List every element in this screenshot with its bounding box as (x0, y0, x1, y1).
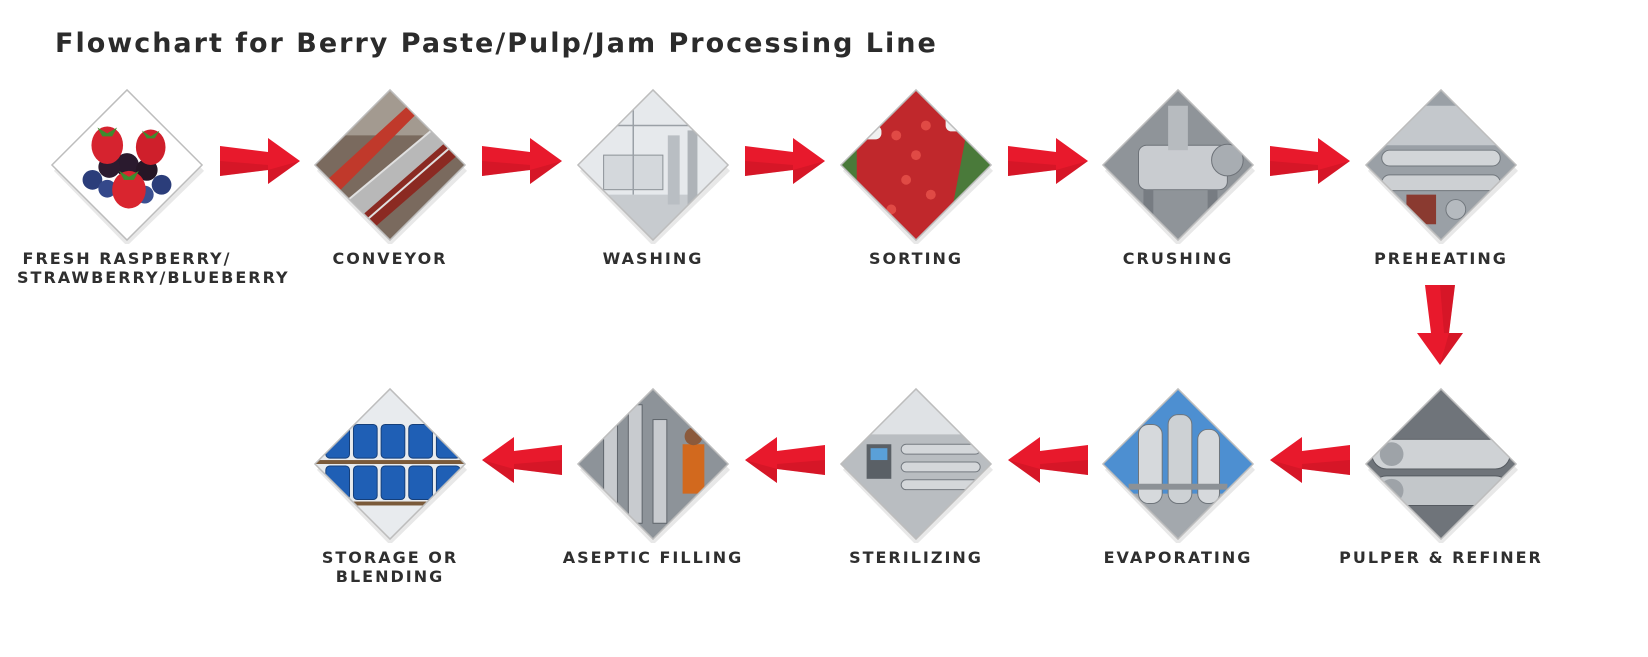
step-label: PREHEATING (1374, 249, 1508, 268)
pulper-photo-icon (1362, 385, 1520, 543)
drums-photo-icon (311, 385, 469, 543)
sorting-photo-icon (837, 86, 995, 244)
step-label: CRUSHING (1122, 249, 1234, 268)
arrow-left-icon (1270, 437, 1350, 483)
step-label: SORTING (868, 249, 964, 268)
arrow-right-icon (1270, 138, 1350, 184)
diagram-title: Flowchart for Berry Paste/Pulp/Jam Proce… (55, 28, 938, 59)
conveyor-photo-icon (311, 86, 469, 244)
step-storage-blending: STORAGE OR BLENDING (280, 385, 500, 625)
step-label: ASEPTIC FILLING (562, 548, 744, 567)
step-label: CONVEYOR (332, 249, 448, 268)
preheater-photo-icon (1362, 86, 1520, 244)
sterilizer-photo-icon (837, 385, 995, 543)
step-label: EVAPORATING (1103, 548, 1253, 567)
arrow-left-icon (482, 437, 562, 483)
step-sterilizing: STERILIZING (806, 385, 1026, 625)
step-label: WASHING (602, 249, 704, 268)
step-label: PULPER & REFINER (1339, 548, 1543, 567)
berries-photo-icon (48, 86, 206, 244)
step-crushing: CRUSHING (1068, 86, 1288, 326)
step-sorting: SORTING (806, 86, 1026, 326)
arrow-right-icon (482, 138, 562, 184)
filling-photo-icon (574, 385, 732, 543)
step-aseptic-filling: ASEPTIC FILLING (543, 385, 763, 625)
step-conveyor: CONVEYOR (280, 86, 500, 326)
step-evaporating: EVAPORATING (1068, 385, 1288, 625)
step-fresh-berries: FRESH RASPBERRY/ STRAWBERRY/BLUEBERRY (17, 86, 290, 326)
arrow-right-icon (1008, 138, 1088, 184)
arrow-right-icon (745, 138, 825, 184)
step-preheating: PREHEATING (1331, 86, 1551, 326)
step-label: FRESH RASPBERRY/ STRAWBERRY/BLUEBERRY (17, 249, 290, 287)
arrow-left-icon (1008, 437, 1088, 483)
arrow-right-icon (220, 138, 300, 184)
step-label: STORAGE OR BLENDING (321, 548, 459, 586)
step-washing: WASHING (543, 86, 763, 326)
evaporator-photo-icon (1099, 385, 1257, 543)
arrow-down-icon (1417, 285, 1463, 365)
arrow-left-icon (745, 437, 825, 483)
washing-photo-icon (574, 86, 732, 244)
step-label: STERILIZING (849, 548, 983, 567)
step-pulper-refiner: PULPER & REFINER (1331, 385, 1551, 625)
crusher-photo-icon (1099, 86, 1257, 244)
